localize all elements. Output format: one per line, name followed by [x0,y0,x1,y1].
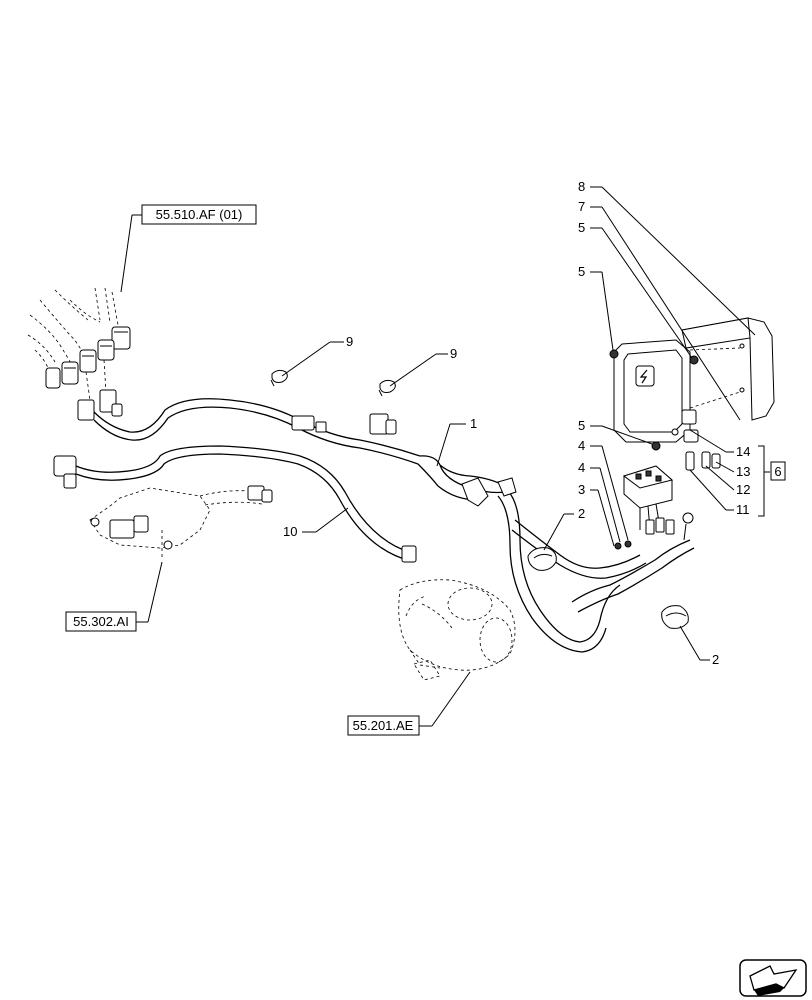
reference-55-201-ae[interactable]: 55.201.AE [347,715,420,736]
callout-14[interactable]: 14 [736,444,750,459]
svg-text:6: 6 [774,464,781,479]
callout-10[interactable]: 10 [283,524,297,539]
callout-4b[interactable]: 4 [578,460,585,475]
callout-9b[interactable]: 9 [450,346,457,361]
main-harness [77,389,695,653]
leader-line [389,353,437,387]
sensor-bracket [89,485,273,560]
callout-2a[interactable]: 2 [578,506,585,521]
leader-line [281,341,331,377]
next-page-arrow-icon[interactable] [739,959,807,997]
leader-line [315,507,349,533]
callout-1[interactable]: 1 [470,416,477,431]
callout-5b[interactable]: 5 [578,264,585,279]
callout-9a[interactable]: 9 [346,334,353,349]
leader-line [120,214,133,293]
cap-item-2b [661,605,689,629]
electrical-bolt-icon [639,369,648,384]
callout-6[interactable]: 6 [770,461,786,481]
group-bracket-6 [758,445,770,517]
reference-55-510-af[interactable]: 55.510.AF (01) [141,204,257,225]
cap-item-2a [527,547,557,571]
svg-text:55.510.AF (01): 55.510.AF (01) [156,207,243,222]
callout-5c[interactable]: 5 [578,418,585,433]
leader-line [599,467,621,543]
clip-item-9b [378,379,396,397]
leader-line [689,469,727,511]
leader-line [147,561,163,623]
callout-4a[interactable]: 4 [578,438,585,453]
callout-11[interactable]: 11 [736,502,750,517]
leader-line [597,489,615,547]
leader-line [543,513,565,551]
leader-line [601,271,614,351]
leader-line [679,625,701,661]
callout-12[interactable]: 12 [736,482,750,497]
leader-line [601,425,653,445]
leader-line [601,445,629,541]
svg-text:55.302.AI: 55.302.AI [73,614,129,629]
leader-line [705,465,735,491]
callout-8[interactable]: 8 [578,179,585,194]
callout-5a[interactable]: 5 [578,220,585,235]
lower-harness [53,445,417,563]
leader-line [601,186,756,336]
callout-13[interactable]: 13 [736,464,750,479]
leader-line [431,671,471,727]
leader-line [689,429,727,453]
control-module [609,317,775,451]
connector-cluster [27,287,131,401]
callout-7[interactable]: 7 [578,199,585,214]
leader-line [436,423,451,467]
svg-text:55.201.AE: 55.201.AE [353,718,414,733]
leader-line [601,206,741,421]
clip-item-9a [270,369,288,387]
callout-3[interactable]: 3 [578,482,585,497]
leader-line [601,227,693,359]
leader-line [715,461,735,473]
starter-motor [398,579,516,681]
callout-2b[interactable]: 2 [712,652,719,667]
reference-55-302-ai[interactable]: 55.302.AI [65,611,137,632]
fuse-holder [614,451,721,550]
